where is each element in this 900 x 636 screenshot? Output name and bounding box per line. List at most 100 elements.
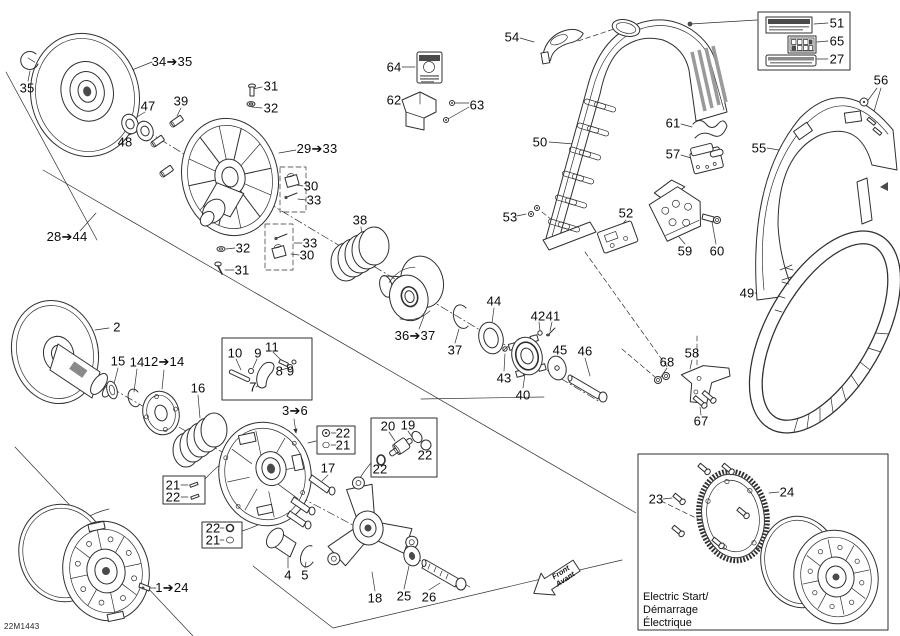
part-callout-10: 10 (227, 345, 243, 361)
part-callout-55: 55 (751, 140, 767, 156)
part-callout-1-24: 1➔24 (155, 580, 189, 595)
part-callout-22: 22 (417, 447, 433, 463)
front-direction-arrow: Front Avant (533, 559, 581, 596)
part-clutch-assembly-1-24 (18, 503, 151, 623)
part-outer-guard-55 (755, 97, 898, 301)
part-callout-61: 61 (665, 115, 681, 131)
part-ring-14 (127, 388, 140, 408)
part-callout-53: 53 (502, 209, 518, 225)
part-callout-45: 45 (552, 342, 568, 358)
part-callout-5: 5 (301, 567, 309, 583)
part-bolts-17 (286, 474, 336, 530)
part-callout-31: 31 (263, 78, 279, 94)
inset-box-rollers-19-20-22 (370, 417, 438, 478)
part-callout-62: 62 (386, 92, 402, 108)
part-washer-45 (547, 355, 567, 381)
part-washer-25 (403, 545, 421, 567)
part-hinge-57 (689, 143, 724, 175)
part-callout-48: 48 (117, 134, 133, 150)
part-bracket-62 (401, 91, 437, 131)
electric-start-caption-line2: Démarrage (643, 604, 699, 616)
part-callout-29-33: 29➔33 (296, 141, 338, 156)
part-callout-20: 20 (380, 418, 396, 434)
part-callout-24: 24 (779, 484, 795, 500)
part-callout-18: 18 (367, 590, 383, 606)
part-fixed-sheave-2 (10, 299, 115, 405)
part-spring-38 (330, 226, 390, 282)
part-callout-41: 41 (545, 308, 561, 324)
part-washer-44 (478, 321, 504, 355)
part-callout-54: 54 (504, 29, 520, 45)
part-callout-42: 42 (530, 308, 546, 324)
part-callout-27: 27 (829, 51, 845, 67)
part-callout-31: 31 (234, 262, 250, 278)
part-handle-54 (540, 28, 584, 65)
part-callout-3-6: 3➔6 (282, 403, 308, 418)
part-callout-32: 32 (263, 100, 279, 116)
part-screws-56 (859, 97, 883, 136)
part-callout-30: 30 (299, 247, 315, 263)
part-callout-23: 23 (648, 491, 664, 507)
part-bolt-46 (567, 374, 608, 403)
part-callout-68: 68 (659, 354, 675, 370)
part-screws-63 (443, 100, 455, 123)
part-callout-36-37: 36➔37 (394, 328, 436, 343)
part-clip-61 (692, 120, 728, 139)
part-callout-11: 11 (265, 339, 279, 355)
part-callout-4: 4 (284, 567, 292, 583)
decal-51 (765, 16, 813, 34)
part-callout-46: 46 (577, 343, 593, 359)
part-callout-25: 25 (396, 588, 412, 604)
diagram-code: 22M1443 (4, 622, 40, 631)
part-callout-33: 33 (306, 192, 322, 208)
part-housing-3-6 (218, 421, 312, 527)
part-bolt-60 (701, 213, 721, 224)
part-callout-19: 19 (400, 417, 416, 433)
part-fasteners-41-42-43 (502, 327, 556, 352)
part-callout-37: 37 (447, 342, 463, 358)
part-callout-22: 22 (165, 489, 181, 505)
part-governor-cup-40 (507, 334, 547, 378)
part-callout-22: 22 (205, 520, 221, 536)
inset-box-screws-21-22 (162, 475, 206, 505)
part-callout-32: 32 (235, 240, 251, 256)
inset-box-rings-22-21-right (316, 425, 356, 455)
part-callout-60: 60 (709, 243, 725, 259)
part-callout-16: 16 (190, 380, 206, 396)
part-bushing-4 (265, 527, 297, 558)
part-callout-64: 64 (386, 59, 402, 75)
part-bracket-58 (680, 365, 731, 405)
part-callout-34-35: 34➔35 (151, 54, 193, 69)
part-callout-2: 2 (113, 319, 121, 335)
part-pulley-29-33 (180, 117, 280, 237)
part-callout-52: 52 (618, 205, 634, 221)
part-callout-17: 17 (320, 460, 336, 476)
part-callout-21: 21 (335, 437, 351, 453)
part-plate-52 (597, 220, 639, 254)
part-callout-51: 51 (829, 15, 845, 31)
part-electric-clutch (760, 515, 879, 625)
part-callout-7: 7 (249, 379, 257, 395)
part-callout-12-14: 12➔14 (143, 354, 185, 369)
part-callout-65: 65 (829, 33, 845, 49)
part-callout-50: 50 (532, 134, 548, 150)
part-callout-58: 58 (684, 345, 700, 361)
part-sliders-30-33 (214, 166, 307, 275)
part-screws-23 (671, 462, 750, 550)
part-callout-57: 57 (665, 146, 681, 162)
inset-box-electric-start (637, 453, 889, 631)
part-ring-gear-24 (696, 468, 770, 564)
part-drive-belt-49 (748, 230, 900, 434)
part-callout-33: 33 (302, 235, 318, 251)
part-callout-22: 22 (372, 461, 388, 477)
part-callout-14: 14 (129, 354, 145, 370)
part-helix-36-37 (379, 255, 445, 322)
part-callout-8-9: 8 9 (275, 363, 295, 379)
part-bracket-59 (648, 179, 701, 242)
part-callout-39: 39 (173, 93, 189, 109)
part-sheave-34-35 (29, 32, 141, 158)
electric-start-caption-line3: Électrique (643, 617, 692, 629)
part-callout-56: 56 (873, 72, 889, 88)
